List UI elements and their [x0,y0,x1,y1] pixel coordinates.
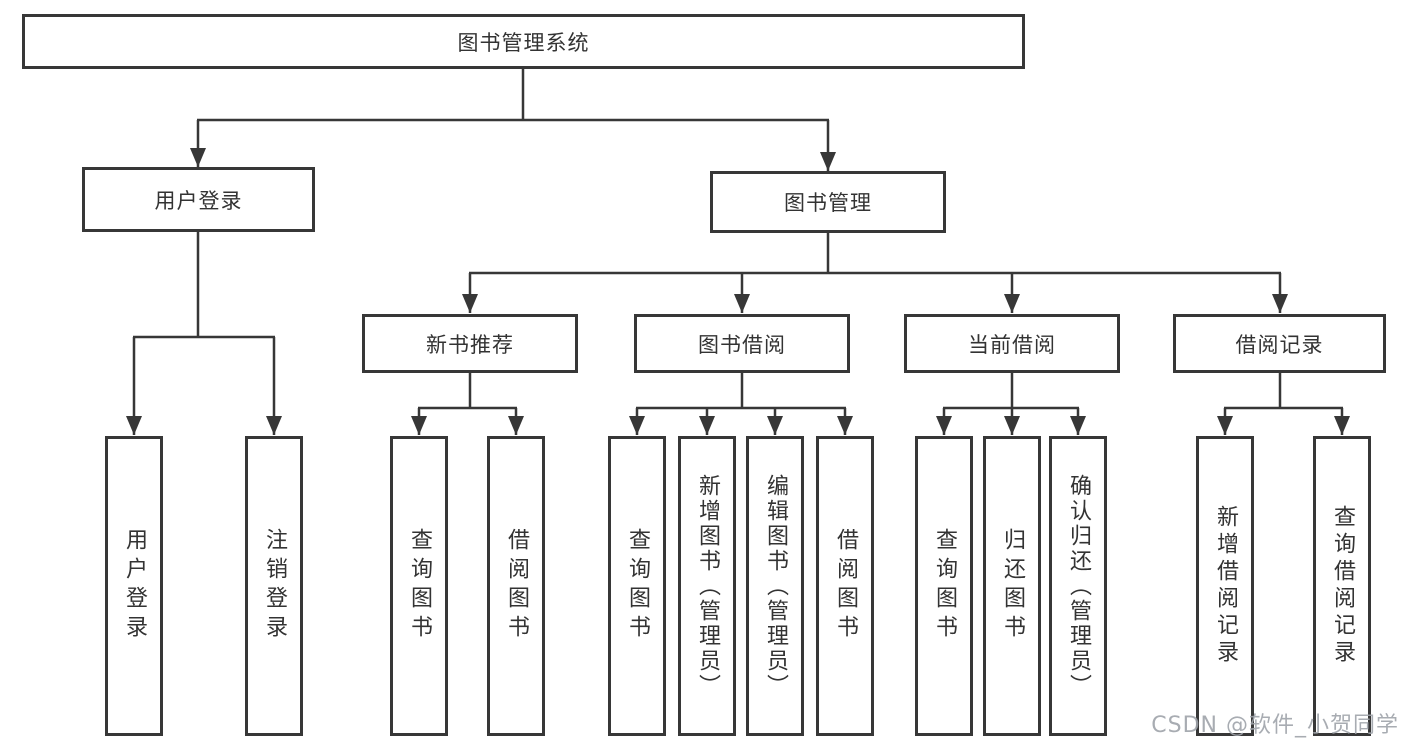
csdn-watermark: CSDN @软件_小贺同学 [1151,713,1399,738]
leaf-user-login-label: 用户登录 [122,528,147,644]
leaf-return-book: 归还图书 [983,436,1041,736]
leaf-query-book-recommend: 查询图书 [390,436,448,736]
node-new-book-recommend: 新书推荐 [362,314,578,373]
leaf-add-borrow-record: 新增借阅记录 [1196,436,1254,736]
leaf-logout: 注销登录 [245,436,303,736]
leaf-add-book-admin: 新增图书（管理员） [678,436,736,736]
node-book-management-branch: 图书管理 [710,171,946,233]
leaf-add-book-admin-label: 新增图书（管理员） [695,473,720,699]
leaf-add-borrow-record-label: 新增借阅记录 [1213,505,1238,667]
leaf-edit-book-admin: 编辑图书（管理员） [746,436,804,736]
leaf-query-book-current-label: 查询图书 [932,528,957,644]
leaf-borrow-book-label: 借阅图书 [833,528,858,644]
leaf-confirm-return-admin: 确认归还（管理员） [1049,436,1107,736]
leaf-borrow-book: 借阅图书 [816,436,874,736]
leaf-logout-label: 注销登录 [262,528,287,644]
node-current-borrow: 当前借阅 [904,314,1120,373]
node-root: 图书管理系统 [22,14,1025,69]
leaf-borrow-book-recommend-label: 借阅图书 [504,528,529,644]
leaf-borrow-book-recommend: 借阅图书 [487,436,545,736]
leaf-query-book-recommend-label: 查询图书 [407,528,432,644]
leaf-return-book-label: 归还图书 [1000,528,1025,644]
node-book-borrow: 图书借阅 [634,314,850,373]
leaf-query-book-borrow-label: 查询图书 [625,528,650,644]
leaf-user-login: 用户登录 [105,436,163,736]
node-borrow-records: 借阅记录 [1173,314,1386,373]
leaf-query-book-current: 查询图书 [915,436,973,736]
leaf-query-book-borrow: 查询图书 [608,436,666,736]
leaf-edit-book-admin-label: 编辑图书（管理员） [763,473,788,699]
leaf-confirm-return-admin-label: 确认归还（管理员） [1066,473,1091,699]
leaf-query-borrow-record: 查询借阅记录 [1313,436,1371,736]
node-user-login-branch: 用户登录 [82,167,315,232]
leaf-query-borrow-record-label: 查询借阅记录 [1330,505,1355,667]
